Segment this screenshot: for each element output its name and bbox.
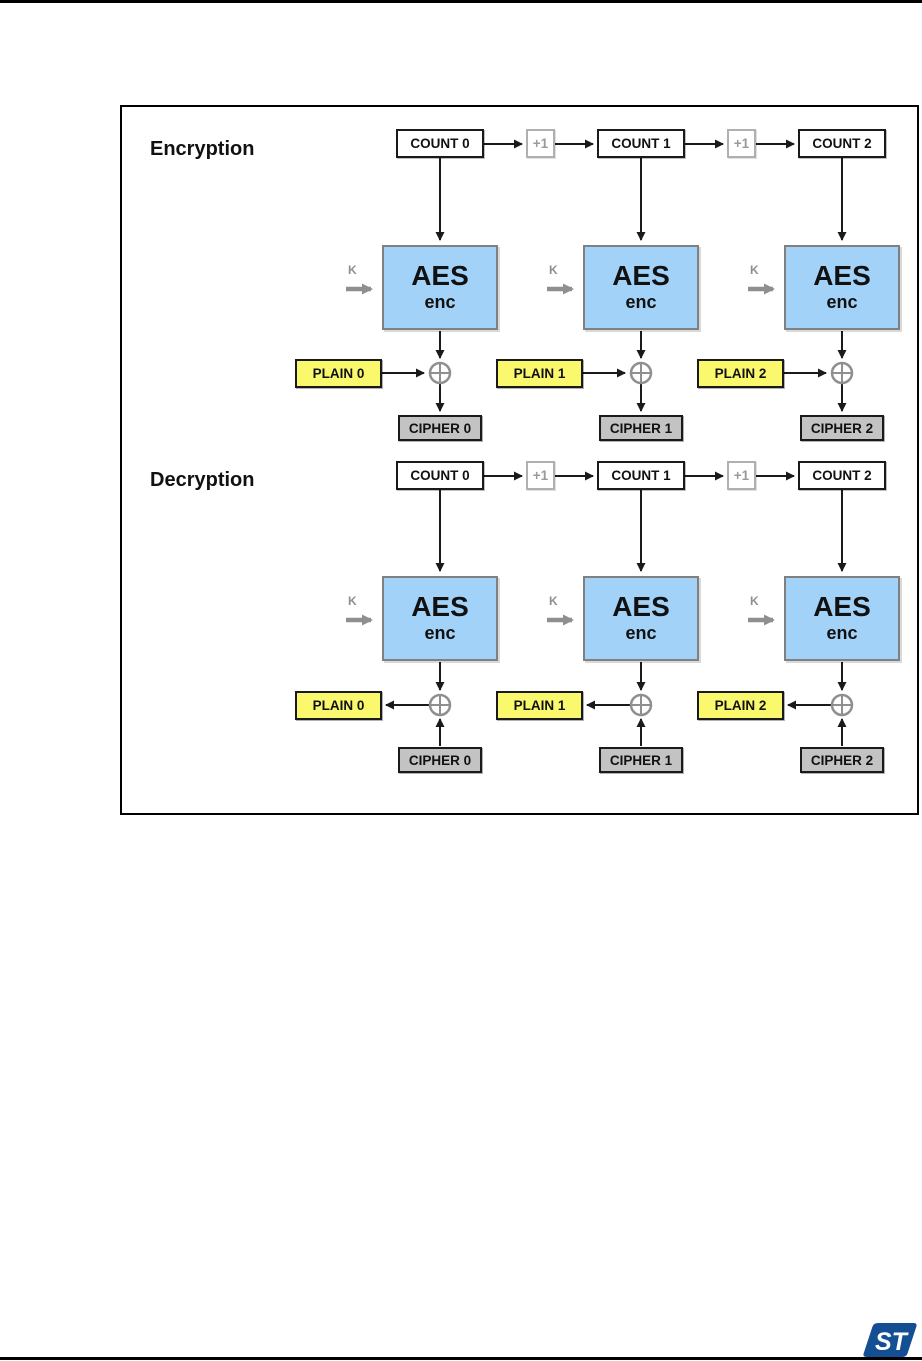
dec-plain1-box: PLAIN 1 [496,691,583,720]
encryption-section-label: Encryption [150,138,255,160]
enc-count-to-aes-arrows [435,158,847,241]
enc-xor-icons [428,361,854,385]
dec-key-label-2: K [750,594,759,608]
enc-xor-to-cipher-arrows [435,384,847,412]
aes-subtitle: enc [625,623,657,644]
dec-aes-to-xor-arrows [435,662,847,691]
dec-count2-box: COUNT 2 [798,461,886,490]
enc-count2-box: COUNT 2 [798,129,886,158]
enc-aes-block-0: AES enc [382,245,498,330]
enc-key-label-1: K [549,263,558,277]
dec-aes-block-0: AES enc [382,576,498,661]
xor-icon [629,361,653,385]
bottom-rule [0,1357,922,1360]
dec-count0-box: COUNT 0 [396,461,484,490]
aes-subtitle: enc [826,623,858,644]
enc-increment-box-2: +1 [727,129,756,158]
aes-title: AES [411,260,469,292]
enc-key-label-0: K [348,263,357,277]
dec-xor-icons [428,693,854,717]
aes-subtitle: enc [424,623,456,644]
enc-plain2-box: PLAIN 2 [697,359,784,388]
top-rule [0,0,922,3]
enc-cipher1-box: CIPHER 1 [599,415,683,441]
dec-cipher-to-xor-arrows [435,718,847,746]
dec-cipher2-box: CIPHER 2 [800,747,884,773]
xor-icon [428,693,452,717]
enc-cipher2-box: CIPHER 2 [800,415,884,441]
enc-plain0-box: PLAIN 0 [295,359,382,388]
enc-increment-box-1: +1 [526,129,555,158]
enc-aes-block-2: AES enc [784,245,900,330]
enc-count0-box: COUNT 0 [396,129,484,158]
dec-key-label-0: K [348,594,357,608]
diagram-connectors [346,139,854,746]
enc-plain1-box: PLAIN 1 [496,359,583,388]
dec-increment-box-2: +1 [727,461,756,490]
aes-title: AES [612,260,670,292]
dec-aes-block-1: AES enc [583,576,699,661]
st-logo: ST [863,1323,917,1357]
dec-aes-block-2: AES enc [784,576,900,661]
aes-subtitle: enc [625,292,657,313]
aes-subtitle: enc [424,292,456,313]
dec-increment-box-1: +1 [526,461,555,490]
dec-cipher0-box: CIPHER 0 [398,747,482,773]
figure-frame: Encryption COUNT 0 +1 COUNT 1 +1 COUNT 2… [120,105,919,815]
dec-key-label-1: K [549,594,558,608]
enc-aes-block-1: AES enc [583,245,699,330]
enc-aes-to-xor-arrows [435,331,847,359]
aes-subtitle: enc [826,292,858,313]
aes-title: AES [612,591,670,623]
xor-icon [830,693,854,717]
aes-title: AES [813,591,871,623]
dec-count1-box: COUNT 1 [597,461,685,490]
dec-plain2-box: PLAIN 2 [697,691,784,720]
dec-plain0-box: PLAIN 0 [295,691,382,720]
st-logo-text: ST [875,1328,910,1356]
decryption-section-label: Decryption [150,469,255,491]
enc-cipher0-box: CIPHER 0 [398,415,482,441]
st-logo-shape [863,1323,917,1357]
enc-key-label-2: K [750,263,759,277]
xor-icon [428,361,452,385]
dec-cipher1-box: CIPHER 1 [599,747,683,773]
xor-icon [830,361,854,385]
dec-count-to-aes-arrows [435,490,847,572]
aes-title: AES [411,591,469,623]
xor-icon [629,693,653,717]
aes-title: AES [813,260,871,292]
enc-count1-box: COUNT 1 [597,129,685,158]
